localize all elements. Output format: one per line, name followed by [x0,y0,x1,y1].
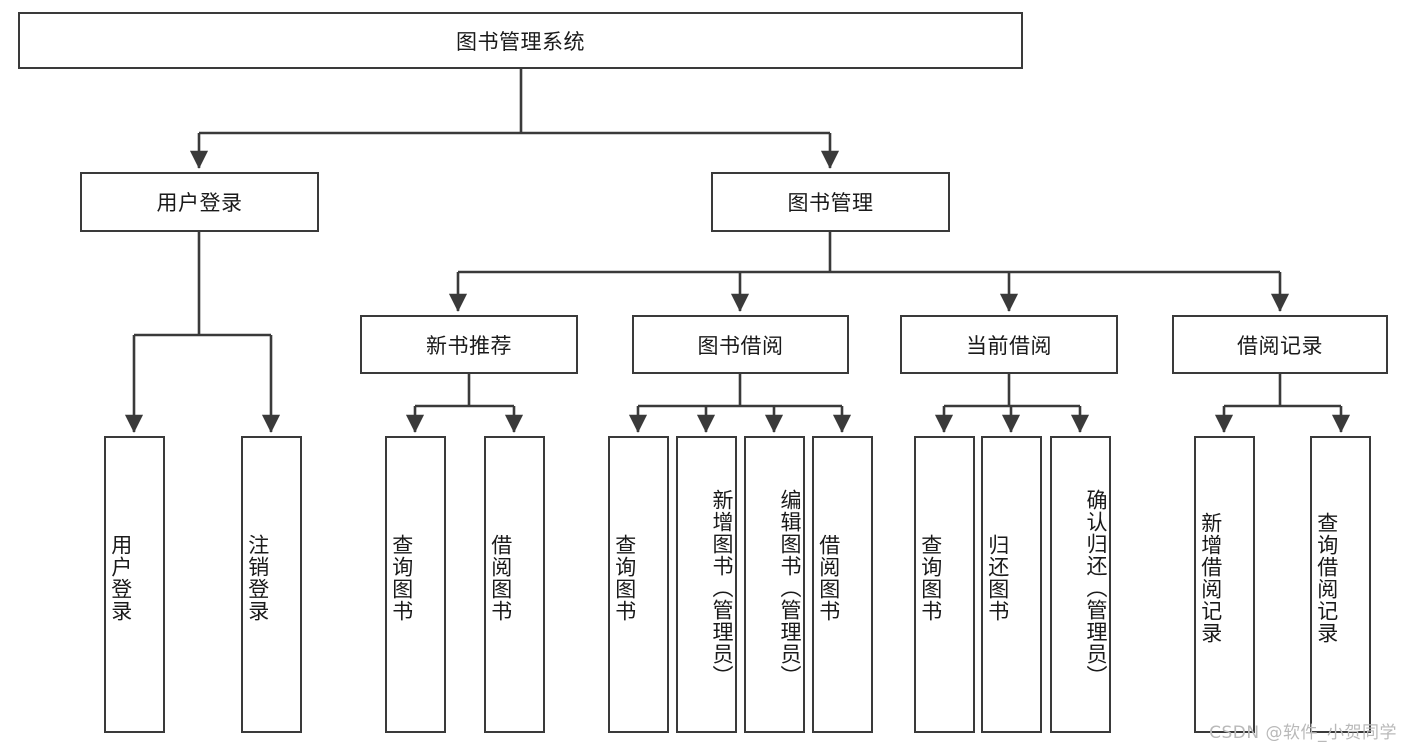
node-user-login[interactable]: 用户登录 [80,172,319,232]
node-leaf-query-record-label: 查询借阅记录 [1314,511,1339,644]
node-leaf-return-book[interactable]: 归还图书 [981,436,1042,733]
node-book-borrow[interactable]: 图书借阅 [632,315,849,374]
node-leaf-query-book-1[interactable]: 查询图书 [385,436,446,733]
node-leaf-logout-login-label: 注销登录 [245,533,270,622]
node-book-borrow-label: 图书借阅 [697,333,784,358]
node-leaf-query-book-3[interactable]: 查询图书 [914,436,975,733]
node-current-borrow-label: 当前借阅 [966,333,1052,358]
node-leaf-return-book-label: 归还图书 [985,533,1010,622]
node-root-label: 图书管理系统 [456,29,585,54]
node-leaf-borrow-book-1[interactable]: 借阅图书 [484,436,545,733]
node-leaf-logout-login[interactable]: 注销登录 [241,436,302,733]
node-leaf-edit-book[interactable]: 编辑图书（管理员） [744,436,805,733]
node-root[interactable]: 图书管理系统 [18,12,1023,69]
node-book-manage[interactable]: 图书管理 [711,172,950,232]
node-borrow-record-label: 借阅记录 [1237,333,1323,358]
node-leaf-borrow-book-2[interactable]: 借阅图书 [812,436,873,733]
node-borrow-record[interactable]: 借阅记录 [1172,315,1388,374]
node-leaf-query-book-2[interactable]: 查询图书 [608,436,669,733]
node-leaf-add-record-label: 新增借阅记录 [1198,511,1223,644]
node-leaf-user-login-label: 用户登录 [108,533,133,622]
node-leaf-query-record[interactable]: 查询借阅记录 [1310,436,1371,733]
node-leaf-query-book-3-label: 查询图书 [918,533,943,622]
node-leaf-user-login[interactable]: 用户登录 [104,436,165,733]
node-leaf-borrow-book-2-label: 借阅图书 [816,533,841,622]
node-leaf-confirm-return[interactable]: 确认归还（管理员） [1050,436,1111,733]
node-book-manage-label: 图书管理 [787,191,874,215]
node-current-borrow[interactable]: 当前借阅 [900,315,1118,374]
node-leaf-add-book[interactable]: 新增图书（管理员） [676,436,737,733]
node-leaf-query-book-1-label: 查询图书 [389,533,414,622]
node-leaf-edit-book-label: 编辑图书（管理员） [778,488,802,687]
node-new-book-rec[interactable]: 新书推荐 [360,315,578,374]
node-leaf-confirm-return-label: 确认归还（管理员） [1084,488,1108,687]
node-user-login-label: 用户登录 [156,191,243,215]
node-new-book-rec-label: 新书推荐 [426,333,512,358]
node-leaf-add-record[interactable]: 新增借阅记录 [1194,436,1255,733]
node-leaf-query-book-2-label: 查询图书 [612,533,637,622]
watermark-text: CSDN @软件_小贺同学 [1209,723,1397,743]
node-leaf-borrow-book-1-label: 借阅图书 [488,533,513,622]
node-leaf-add-book-label: 新增图书（管理员） [710,488,734,687]
